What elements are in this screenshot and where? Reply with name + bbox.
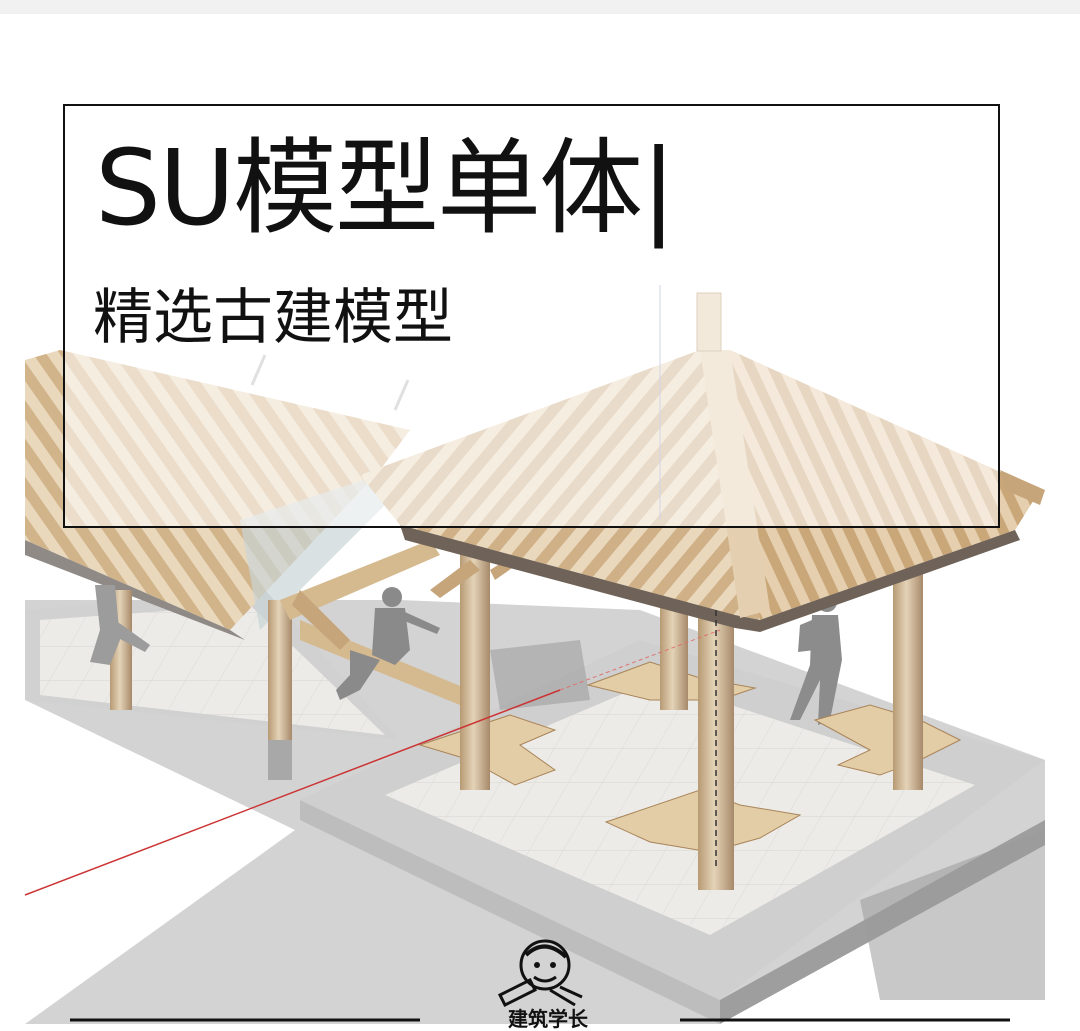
cartoon-face-logo-icon: [497, 939, 583, 1008]
logo-text: 建筑学长: [508, 1007, 588, 1031]
person-walking-left: [90, 585, 150, 665]
person-seated: [336, 587, 440, 700]
cast-shadow: [490, 640, 1045, 1000]
top-bar: [0, 0, 1080, 14]
title-box: SU模型单体| 精选古建模型: [63, 104, 1000, 528]
main-title: SU模型单体|: [95, 127, 676, 249]
corridor-posts: [110, 540, 470, 780]
subtitle: 精选古建模型: [93, 283, 453, 353]
